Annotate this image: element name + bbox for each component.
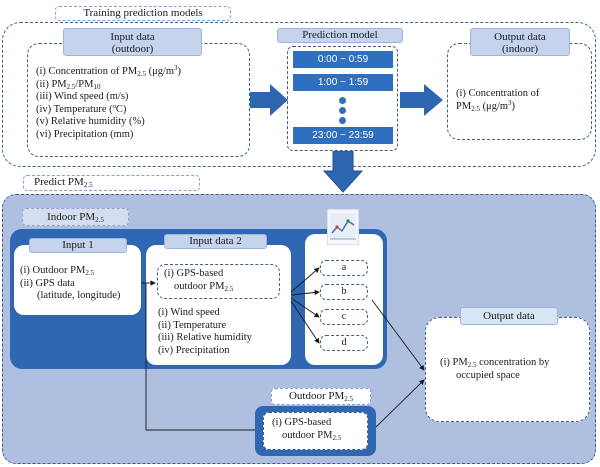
training-input-list: (i) Concentration of PM2.5 (μg/m3) (ii) … — [36, 64, 248, 142]
training-panel — [2, 22, 596, 167]
input1-header: Input 1 — [29, 238, 127, 253]
space-item: d — [320, 335, 368, 351]
training-output-line1: (i) Concentration of — [456, 88, 540, 99]
training-input-header: Input data (outdoor) — [63, 28, 202, 56]
arrow-model-to-output-icon — [400, 84, 443, 116]
predict-output-line2: occupied space — [456, 369, 520, 381]
input1-box — [14, 245, 141, 315]
training-input-box — [27, 43, 250, 157]
training-input-item: (vi) Precipitation (mm) — [36, 128, 134, 140]
outdoor-inner-box — [263, 412, 368, 450]
outdoor-text: (i) GPS-based outdoor PM2.5 — [272, 417, 341, 442]
arrow-input-to-model-icon — [250, 84, 288, 116]
training-input-item: (iv) Temperature (ºC) — [36, 103, 127, 115]
outdoor-line2: outdoor PM2.5 — [282, 429, 342, 442]
predict-output-header: Output data — [460, 307, 558, 325]
map-thumbnail-icon — [327, 209, 359, 245]
predict-output-box — [425, 317, 590, 422]
input2-header: Input data 2 — [164, 234, 267, 249]
outdoor-line1: (i) GPS-based — [272, 417, 332, 428]
predict-output-line1: (i) PM2.5 concentration by — [440, 357, 550, 369]
ellipsis-dots — [337, 97, 347, 127]
outdoor-label: Outdoor PM2.5 — [271, 388, 371, 405]
training-input-header-line1: Input data — [110, 31, 155, 43]
training-input-item: (ii) PM2.5/PM10 — [36, 78, 101, 91]
space-item: a — [320, 260, 368, 276]
training-input-item: (v) Relative humidity (%) — [36, 116, 145, 128]
training-output-line2: PM2.5 (μg/m3) — [456, 98, 516, 113]
training-output-header-line1: Output data — [494, 31, 546, 43]
gps-based-outdoor-box: (i) GPS-based outdoor PM2.5 — [157, 264, 280, 299]
predict-title: Predict PM2.5 — [23, 175, 200, 191]
time-slot: 0:00 ~ 0:59 — [293, 51, 393, 68]
time-slot: 1:00 ~ 1:59 — [293, 74, 393, 91]
input1-line2: (ii) GPS data — [20, 277, 75, 289]
space-item: b — [320, 284, 368, 300]
training-output-box — [447, 43, 592, 140]
training-input-item: (iii) Wind speed (m/s) — [36, 91, 129, 103]
training-output-text: (i) Concentration of PM2.5 (μg/m3) — [456, 88, 539, 113]
time-slot: 23:00 ~ 23:59 — [293, 127, 393, 144]
input2-gps-line1: (i) GPS-based — [164, 268, 224, 279]
input1-line3: (latitude, longitude) — [37, 290, 121, 302]
prediction-model-header: Prediction model — [277, 28, 403, 43]
predict-output-text: (i) PM2.5 concentration by occupied spac… — [440, 357, 549, 382]
training-title: Training prediction models — [55, 6, 231, 21]
training-output-header-line2: (indoor) — [501, 43, 539, 55]
input2-item: (i) Wind speed — [158, 307, 220, 318]
arrow-down-to-predict-icon — [323, 151, 363, 193]
training-input-header-line2: (outdoor) — [111, 43, 154, 55]
input1-line1: (i) Outdoor PM2.5 — [20, 265, 95, 277]
input2-list: (i) Wind speed (ii) Temperature (iii) Re… — [158, 307, 252, 357]
input1-text: (i) Outdoor PM2.5 (ii) GPS data (latitud… — [20, 265, 120, 303]
input2-gps-line2: outdoor PM2.5 — [174, 280, 234, 293]
input2-item: (iv) Precipitation — [158, 344, 230, 356]
input2-item: (ii) Temperature — [158, 319, 227, 331]
indoor-label: Indoor PM2.5 — [22, 208, 129, 226]
training-input-item: (i) Concentration of PM2.5 (μg/m3) — [36, 64, 182, 78]
space-item: c — [320, 309, 368, 325]
input2-item: (iii) Relative humidity — [158, 332, 252, 344]
training-output-header: Output data (indoor) — [470, 28, 570, 56]
